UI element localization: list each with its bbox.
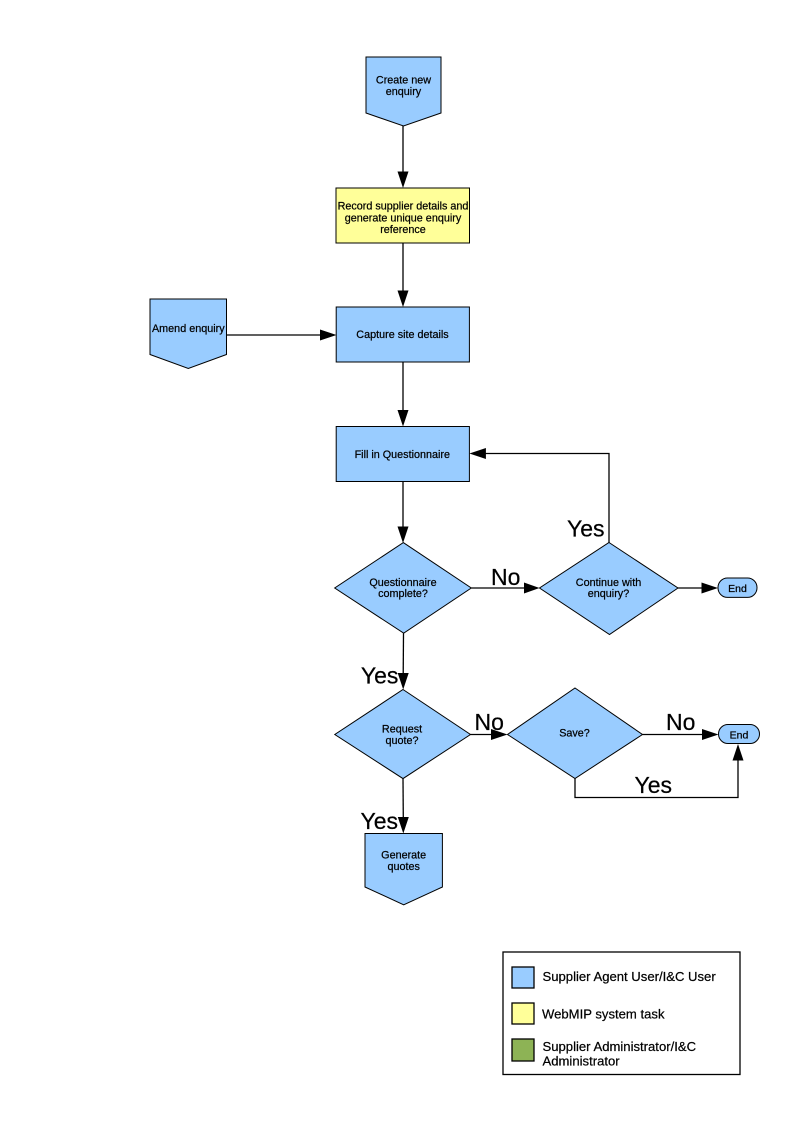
svg-text:Yes: Yes <box>635 772 673 798</box>
svg-text:No: No <box>666 709 695 735</box>
svg-text:Administrator: Administrator <box>543 1053 621 1068</box>
svg-text:reference: reference <box>380 224 426 236</box>
svg-text:End: End <box>730 730 749 742</box>
svg-text:Record supplier details and: Record supplier details and <box>338 201 469 213</box>
svg-text:Generate: Generate <box>381 850 426 862</box>
svg-text:Supplier Administrator/I&C: Supplier Administrator/I&C <box>543 1039 697 1054</box>
svg-text:Yes: Yes <box>361 808 399 834</box>
svg-text:Capture site details: Capture site details <box>356 329 449 341</box>
svg-text:Continue with: Continue with <box>576 577 641 589</box>
svg-text:Amend enquiry: Amend enquiry <box>152 323 225 335</box>
svg-text:Supplier Agent User/I&C User: Supplier Agent User/I&C User <box>543 969 717 984</box>
svg-text:complete?: complete? <box>378 588 428 600</box>
svg-text:WebMIP system task: WebMIP system task <box>542 1006 665 1021</box>
svg-text:generate unique enquiry: generate unique enquiry <box>345 212 462 224</box>
svg-text:Save?: Save? <box>559 728 590 740</box>
svg-text:enquiry: enquiry <box>386 86 422 98</box>
svg-text:enquiry?: enquiry? <box>588 588 629 600</box>
svg-text:Yes: Yes <box>567 516 605 542</box>
svg-text:End: End <box>728 583 747 595</box>
svg-text:quotes: quotes <box>387 861 420 873</box>
svg-text:quote?: quote? <box>385 735 418 747</box>
svg-text:Create new: Create new <box>376 75 431 87</box>
svg-text:Fill in Questionnaire: Fill in Questionnaire <box>355 449 450 461</box>
svg-text:No: No <box>491 564 520 590</box>
svg-text:No: No <box>475 709 504 735</box>
svg-text:Questionnaire: Questionnaire <box>369 577 436 589</box>
svg-text:Yes: Yes <box>361 663 399 689</box>
svg-text:Request: Request <box>382 723 422 735</box>
